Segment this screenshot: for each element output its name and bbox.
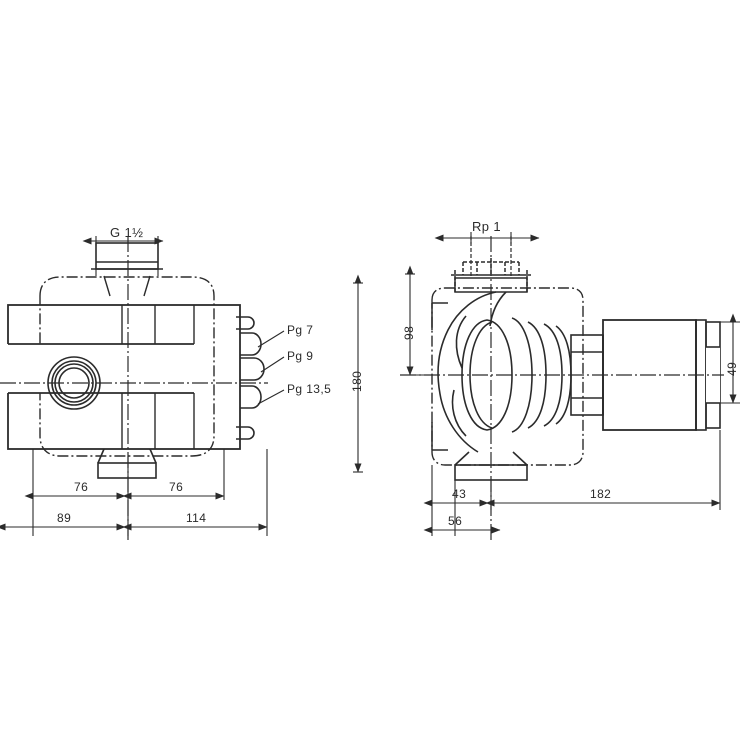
gland-label-pg7: Pg 7: [287, 323, 314, 337]
left-view-group: [0, 236, 285, 540]
dim-label-180: 180: [350, 370, 364, 392]
dim-g112: [82, 236, 164, 246]
dim-rp1: [434, 232, 540, 244]
dim-label-49: 49: [725, 361, 739, 376]
dim-label-98: 98: [402, 325, 416, 340]
gland-pg9-shape: [240, 357, 265, 381]
dim-label-43: 43: [452, 487, 467, 501]
port-label-rp1: Rp 1: [472, 219, 502, 234]
right-suction-branch: [431, 302, 448, 451]
left-bottom-foot: [97, 448, 157, 479]
dim-label-76-right: 76: [169, 480, 184, 494]
left-view-dimensions: [0, 236, 363, 536]
left-motor-housing-outline: [39, 276, 215, 457]
gland-label-pg9: Pg 9: [287, 349, 314, 363]
dim-label-114: 114: [186, 511, 207, 525]
right-view-dimensions: [400, 232, 740, 536]
gland-pg7-shape: [240, 332, 262, 356]
right-shaft-window-edges: [706, 346, 720, 404]
gland-pg135-shape: [240, 385, 262, 409]
right-housing-outline: [431, 287, 584, 466]
left-internal-lines: [121, 305, 195, 449]
dim-label-89: 89: [57, 511, 72, 525]
left-cable-glands: [240, 332, 265, 409]
dim-180: [353, 274, 363, 473]
right-volute-body: [437, 291, 572, 453]
left-mounting-lugs: [236, 316, 255, 440]
dim-98: [400, 265, 432, 376]
dim-label-182: 182: [590, 487, 612, 501]
left-gland-leaders: [257, 330, 285, 405]
left-cut-band-edges: [8, 343, 194, 394]
left-top-port: [91, 242, 163, 276]
left-port-neck: [103, 275, 151, 297]
right-view-group: [400, 236, 724, 540]
port-label-g112: G 1½: [110, 225, 144, 240]
dim-label-56: 56: [448, 514, 463, 528]
gland-label-pg135: Pg 13,5: [287, 382, 332, 396]
dim-49: [720, 313, 740, 404]
dim-label-76-left: 76: [74, 480, 89, 494]
